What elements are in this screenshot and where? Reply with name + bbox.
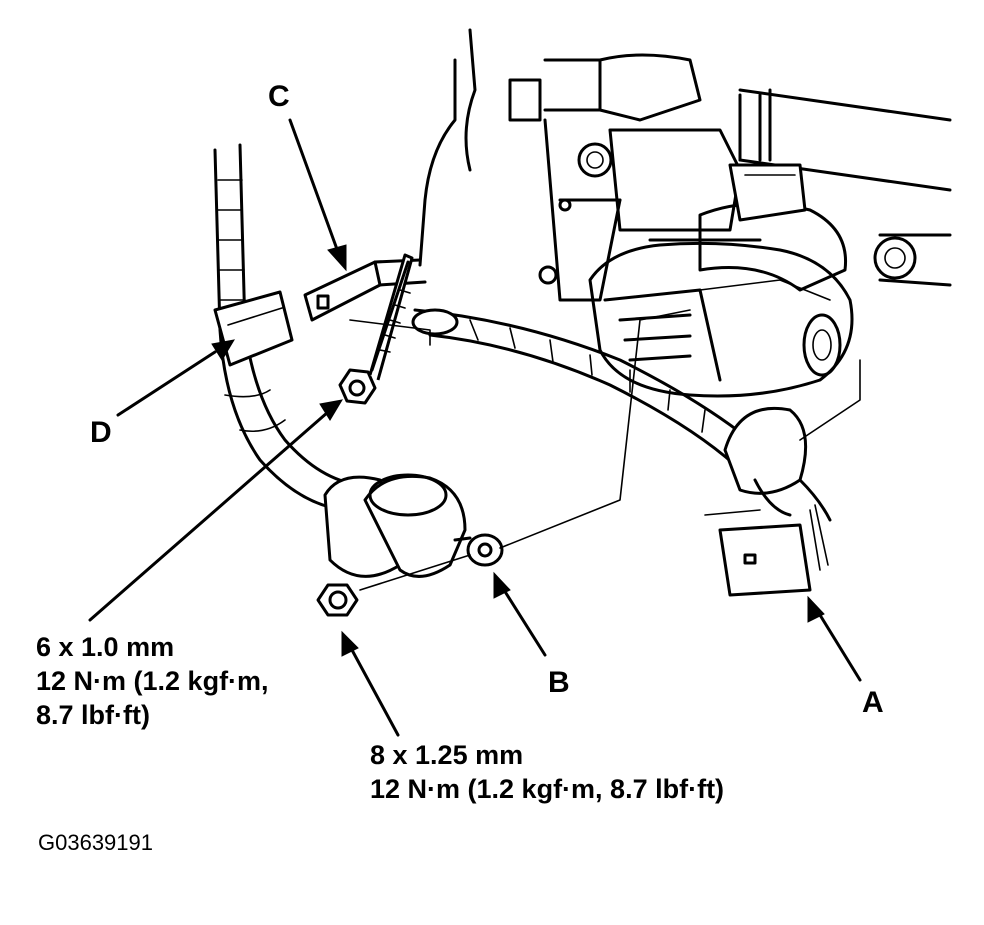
block-fasteners [538, 142, 917, 285]
arrow-nut [341, 630, 400, 737]
terminal-b [323, 473, 504, 578]
battery-cable [213, 143, 362, 512]
connector-a-assembly [718, 406, 832, 597]
nut-size-text: 8 x 1.25 mm [370, 740, 524, 770]
bolt-torque-line1: 12 N·m (1.2 kgf·m, [36, 666, 269, 696]
hex-nut [316, 583, 359, 617]
upper-connector [728, 93, 807, 222]
engine-block [418, 28, 952, 302]
arrow-d [116, 339, 235, 417]
arrow-bolt [88, 399, 343, 622]
bolt-size-text: 6 x 1.0 mm [36, 632, 175, 662]
nut-torque-text: 12 N·m (1.2 kgf·m, 8.7 lbf·ft) [370, 774, 725, 804]
arrow-c [288, 118, 347, 272]
arrow-b [493, 571, 547, 657]
arrow-a [807, 595, 862, 682]
flange-bolt [338, 253, 414, 405]
main-wire-harness [411, 308, 752, 467]
figure-code: G03639191 [38, 830, 153, 855]
bolt-torque-line2: 8.7 lbf·ft) [36, 700, 150, 730]
callout-a-label: A [862, 686, 884, 719]
alternator-body [588, 202, 854, 398]
callout-b-label: B [548, 666, 570, 699]
installation-lines [349, 309, 861, 591]
callout-d-label: D [90, 416, 112, 449]
callout-c-label: C [268, 80, 290, 113]
